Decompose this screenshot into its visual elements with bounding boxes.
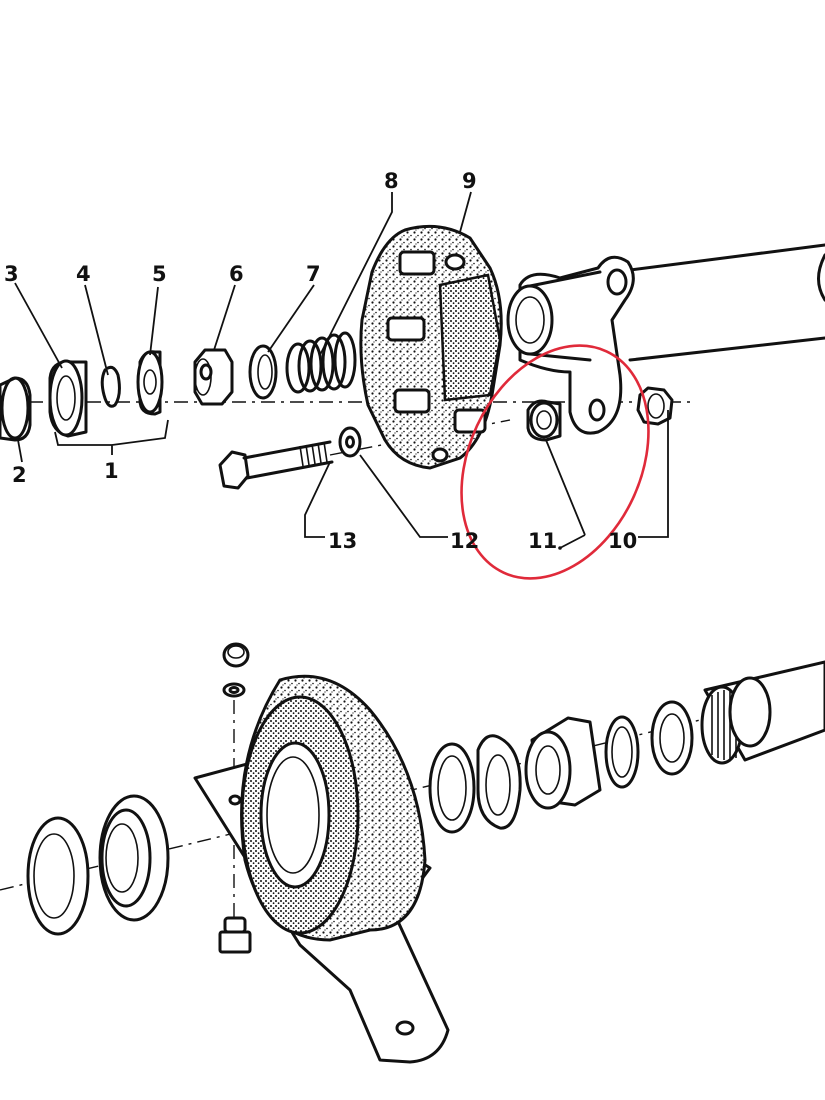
outer-seal <box>26 816 90 936</box>
callout-11: 11 <box>528 529 557 553</box>
top-nut <box>222 642 250 668</box>
circlip <box>100 365 121 408</box>
callout-labels: 1 2 3 4 5 6 7 8 9 10 11 12 13 <box>4 169 637 553</box>
lower-ring-a <box>650 700 694 776</box>
rubber-bearing-housing <box>240 674 427 942</box>
bolt <box>218 440 334 490</box>
bushing <box>136 350 164 416</box>
callout-7: 7 <box>306 262 321 286</box>
callout-2: 2 <box>12 463 27 487</box>
callout-3: 3 <box>4 262 19 286</box>
ink-speck <box>558 546 562 550</box>
upper-assembly <box>0 191 825 580</box>
hex-nut <box>193 348 234 406</box>
centering-spring <box>285 331 357 394</box>
callout-9: 9 <box>462 169 477 193</box>
seal-ring <box>428 742 476 834</box>
callout-13: 13 <box>328 529 357 553</box>
rubber-sleeve <box>526 399 562 442</box>
top-washer <box>222 682 246 698</box>
callout-8: 8 <box>384 169 399 193</box>
ball-bearing <box>98 794 170 922</box>
leader-lines <box>14 191 669 549</box>
callout-12: 12 <box>450 529 479 553</box>
callout-1-bracket <box>54 419 169 455</box>
washer <box>338 426 362 458</box>
callout-5: 5 <box>152 262 167 286</box>
guide-sleeve <box>0 376 32 442</box>
spacer-ring <box>248 344 278 400</box>
flexible-disc <box>359 224 503 470</box>
highlight-circle <box>460 344 650 580</box>
dust-shield <box>476 734 522 830</box>
callout-4: 4 <box>76 262 91 286</box>
splined-sleeve <box>728 676 772 748</box>
centering-cup <box>48 359 88 438</box>
callout-6: 6 <box>229 262 244 286</box>
bottom-bolt <box>218 916 252 954</box>
lower-assembly <box>0 546 825 1064</box>
callout-10: 10 <box>608 529 637 553</box>
upper-shaft-tube <box>628 243 825 362</box>
bearing-sleeve <box>524 716 602 810</box>
lower-ring-b <box>604 715 640 789</box>
callout-1: 1 <box>104 459 119 483</box>
